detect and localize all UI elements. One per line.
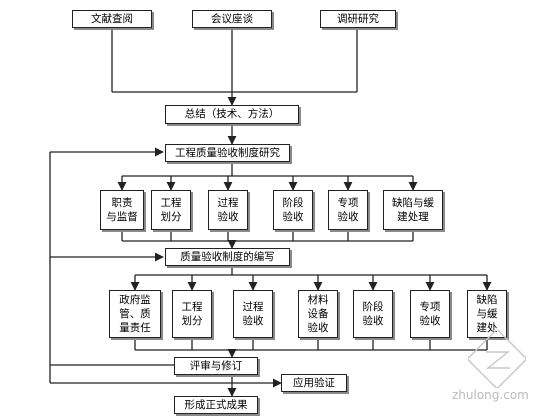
node-compile: 质量验收制度的编写: [165, 248, 290, 266]
node-summary: 总结（技术、方法）: [165, 105, 299, 124]
compile-item-government: 政府监 管、质 量责任: [109, 290, 161, 338]
study-item-special: 专项 验收: [328, 190, 368, 230]
compile-item-defect: 缺陷 与缓 建处: [467, 290, 507, 338]
compile-item-division: 工程 划分: [172, 290, 212, 338]
node-field-research: 调研研究: [320, 10, 396, 28]
compile-item-stage: 阶段 验收: [353, 290, 393, 338]
node-formal-result: 形成正式成果: [174, 396, 258, 414]
study-item-defect: 缺陷与缓 建处理: [383, 190, 443, 230]
study-item-stage: 阶段 验收: [273, 190, 313, 230]
compile-item-process: 过程 验收: [233, 290, 273, 338]
compile-item-special: 专项 验收: [410, 290, 450, 338]
node-meeting-discussion: 会议座谈: [192, 10, 272, 28]
watermark-logo: [468, 330, 526, 388]
node-application-validation: 应用验证: [281, 374, 347, 392]
node-literature-review: 文献查阅: [72, 10, 152, 28]
node-review-revise: 评审与修订: [174, 357, 258, 375]
compile-item-material: 材料 设备 验收: [298, 290, 338, 338]
study-item-process: 过程 验收: [208, 190, 248, 230]
study-item-responsibility: 职责 与监督: [100, 190, 144, 230]
watermark-text: zhulong.com: [452, 388, 529, 402]
study-item-division: 工程 划分: [151, 190, 191, 230]
node-system-study: 工程质量验收制度研究: [165, 144, 290, 162]
